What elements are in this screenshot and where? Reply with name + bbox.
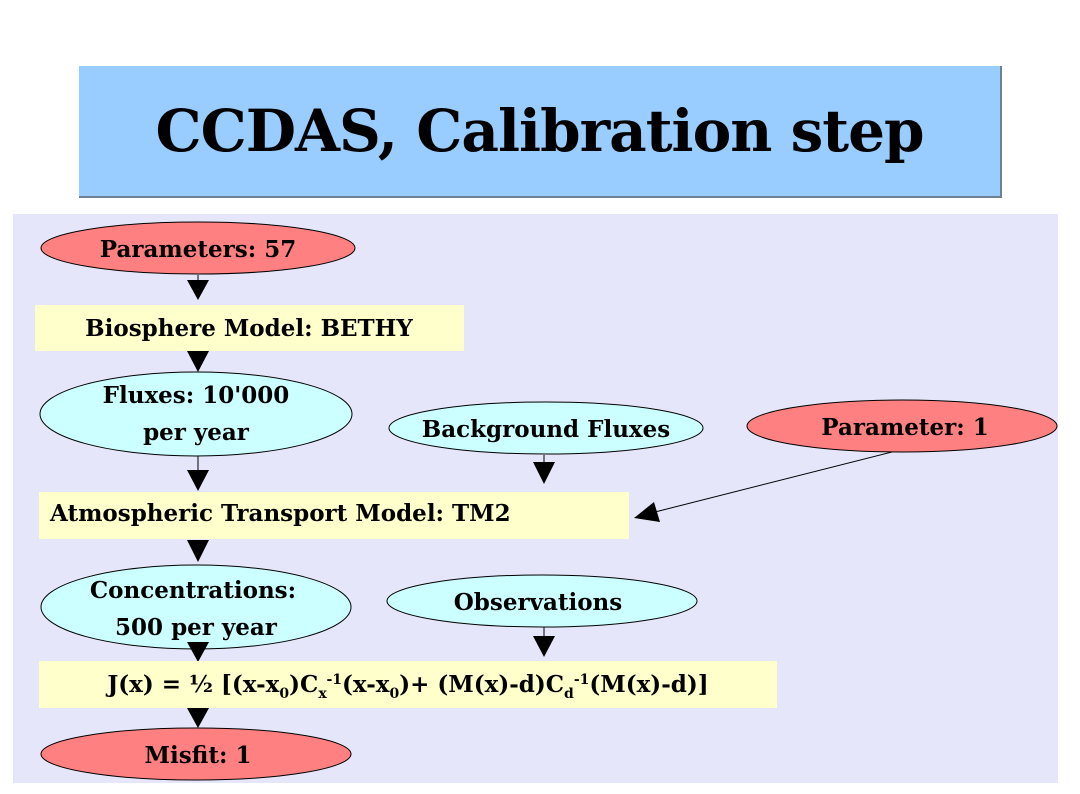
concentrations-label-line2: 500 per year	[115, 614, 278, 641]
arrow-head-icon	[187, 280, 209, 300]
misfit-label: Misfit: 1	[145, 742, 252, 769]
arrow-head-icon	[187, 470, 209, 491]
background-fluxes-ellipse	[388, 401, 704, 455]
arrow-background-to-transport	[533, 455, 555, 484]
fluxes-label-line2: per year	[143, 419, 250, 446]
observations-node: Observations	[386, 574, 698, 628]
parameters-node: Parameters: 57	[40, 221, 356, 275]
title-banner: CCDAS, Calibration step	[79, 66, 1002, 198]
parameter-one-label: Parameter: 1	[821, 414, 988, 441]
concentrations-label-line1: Concentrations:	[90, 577, 296, 604]
observations-label: Observations	[454, 589, 622, 616]
arrow-cost-to-misfit	[187, 708, 209, 728]
parameters-label: Parameters: 57	[100, 236, 296, 263]
biosphere-box	[35, 305, 464, 351]
misfit-node: Misfit: 1	[40, 727, 352, 781]
transport-label: Atmospheric Transport Model: TM2	[49, 500, 511, 527]
biosphere-model-node: Biosphere Model: BETHY	[35, 305, 464, 351]
transport-model-node: Atmospheric Transport Model: TM2	[39, 492, 629, 539]
arrow-head-icon	[533, 462, 555, 484]
arrow-head-icon	[187, 642, 209, 662]
arrow-head-icon	[187, 351, 209, 372]
arrow-parameter-one-to-transport	[634, 451, 893, 522]
arrow-fluxes-to-transport	[187, 456, 209, 491]
parameter-one-node: Parameter: 1	[746, 399, 1058, 453]
cost-function-box	[39, 661, 777, 708]
cost-function-formula: J(x) = ½ [(x-x0)Cx-1(x-x0)+ (M(x)-d)Cd-1…	[105, 671, 708, 702]
fluxes-label-line1: Fluxes: 10'000	[103, 382, 290, 409]
arrow-head-icon	[634, 502, 660, 522]
arrow-parameters-to-biosphere	[187, 275, 209, 300]
observations-ellipse	[386, 574, 698, 628]
background-fluxes-label: Background Fluxes	[422, 416, 670, 443]
fluxes-node: Fluxes: 10'000 per year	[39, 371, 353, 457]
arrow-head-icon	[533, 636, 555, 657]
arrow-head-icon	[187, 708, 209, 728]
background-fluxes-node: Background Fluxes	[388, 401, 704, 455]
arrow-transport-to-concentrations	[187, 540, 209, 562]
arrow-observations-to-cost	[533, 627, 555, 657]
arrow-concentrations-to-cost	[187, 642, 209, 662]
cost-function-node: J(x) = ½ [(x-x0)Cx-1(x-x0)+ (M(x)-d)Cd-1…	[39, 661, 777, 708]
concentrations-node: Concentrations: 500 per year	[40, 564, 352, 650]
slide-title: CCDAS, Calibration step	[155, 97, 924, 165]
biosphere-label: Biosphere Model: BETHY	[85, 315, 413, 342]
arrow-biosphere-to-fluxes	[187, 351, 209, 372]
parameters-ellipse	[40, 221, 356, 275]
misfit-ellipse	[40, 727, 352, 781]
transport-box	[39, 492, 629, 539]
parameter-one-ellipse	[746, 399, 1058, 453]
fluxes-ellipse	[39, 371, 353, 457]
arrow-line	[654, 451, 893, 513]
arrow-head-icon	[187, 540, 209, 562]
